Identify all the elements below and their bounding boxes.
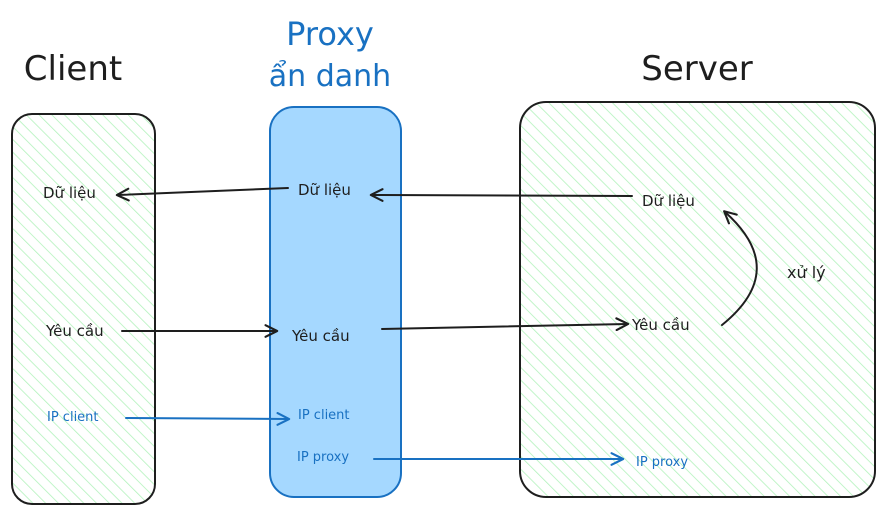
arrow-client-ip-to-proxy bbox=[125, 412, 291, 426]
client-request-label: Yêu cầu bbox=[45, 322, 104, 340]
arrow-proxy-to-server-request bbox=[381, 317, 630, 332]
proxy-ip-client-label: IP client bbox=[298, 408, 350, 423]
arrow-proxy-to-client-data bbox=[115, 187, 289, 202]
proxy-ip-proxy-label: IP proxy bbox=[297, 450, 349, 465]
client-title: Client bbox=[24, 49, 122, 89]
server-box bbox=[519, 101, 876, 498]
proxy-request-label: Yêu cầu bbox=[291, 327, 350, 345]
server-process-label: xử lý bbox=[787, 263, 826, 282]
client-ip-label: IP client bbox=[47, 410, 99, 425]
client-data-label: Dữ liệu bbox=[43, 184, 96, 202]
proxy-data-label: Dữ liệu bbox=[298, 181, 351, 199]
server-title: Server bbox=[641, 49, 753, 89]
proxy-title-line2: ẩn danh bbox=[269, 58, 391, 94]
client-box bbox=[11, 113, 156, 505]
arrow-process-curve bbox=[721, 210, 758, 326]
proxy-title-line1: Proxy bbox=[286, 15, 374, 53]
server-request-label: Yêu cầu bbox=[631, 316, 690, 334]
server-data-label: Dữ liệu bbox=[642, 192, 695, 210]
arrow-server-to-proxy-data bbox=[369, 188, 633, 202]
proxy-box bbox=[269, 106, 402, 498]
server-ip-proxy-label: IP proxy bbox=[636, 455, 688, 470]
